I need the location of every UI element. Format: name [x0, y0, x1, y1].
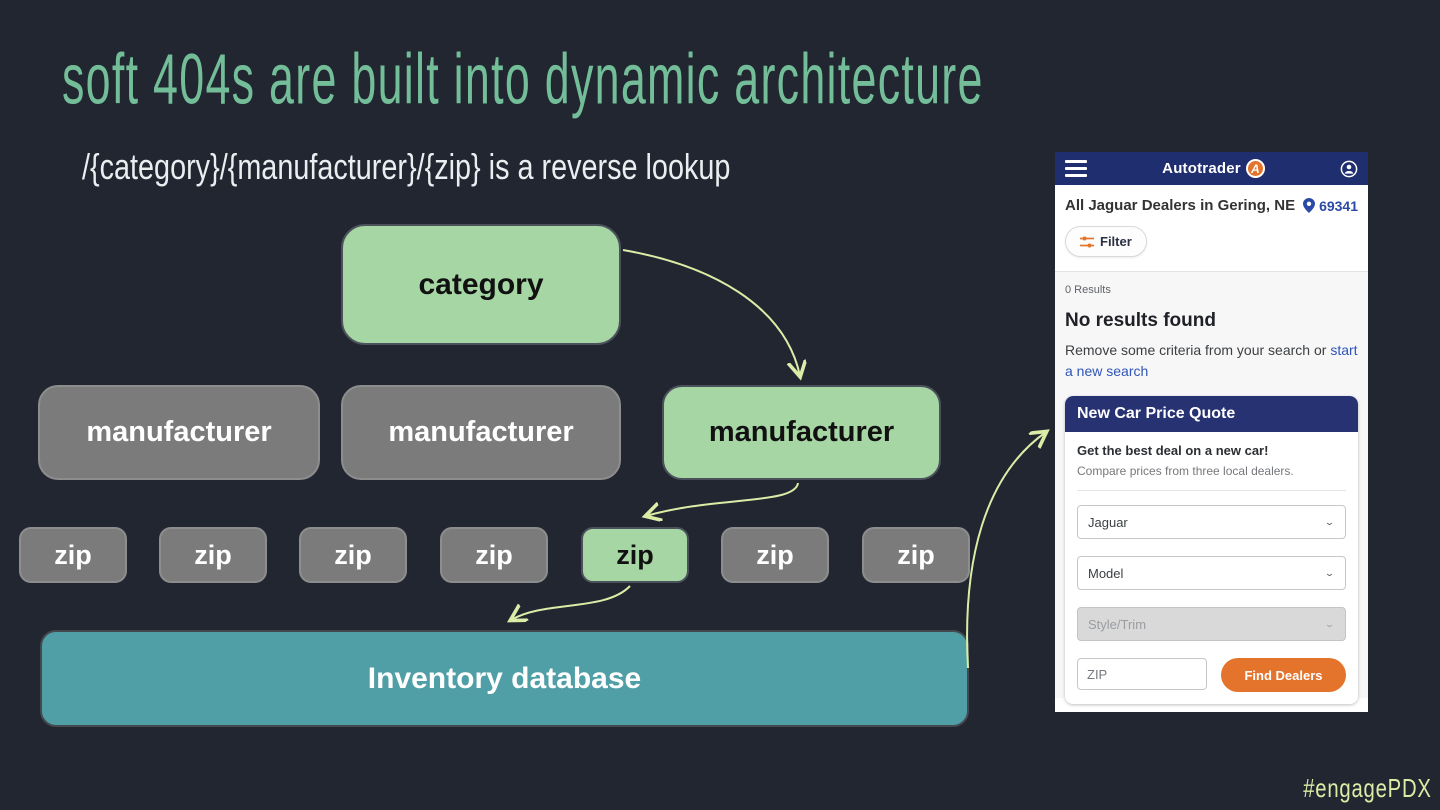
manufacturer-label: manufacturer: [388, 416, 574, 448]
results-heading-text: All Jaguar Dealers in Gering, NE: [1065, 197, 1296, 214]
new-car-price-quote-card: New Car Price Quote Get the best deal on…: [1065, 396, 1358, 704]
brand: Autotrader A: [1087, 159, 1340, 178]
app-header: Autotrader A: [1055, 152, 1368, 185]
autotrader-app-screenshot: Autotrader A All Jaguar Dealers in Gerin…: [1055, 152, 1368, 712]
zip-box-selected: zip: [581, 527, 689, 583]
arrow-manufacturer-to-zip: [646, 482, 799, 516]
style-trim-select-value: Style/Trim: [1088, 616, 1147, 632]
manufacturer-box-1: manufacturer: [38, 385, 320, 480]
zip-box-3: zip: [299, 527, 407, 583]
style-trim-select: Style/Trim ⌄: [1077, 607, 1346, 641]
category-label: category: [418, 267, 544, 301]
zip-box-1: zip: [19, 527, 127, 583]
model-select-value: Model: [1088, 565, 1124, 581]
zip-label: zip: [897, 539, 935, 570]
no-results-body: Remove some criteria from your search or…: [1065, 340, 1360, 382]
zip-label: zip: [334, 539, 372, 570]
zip-row: Find Dealers: [1077, 658, 1346, 692]
category-box: category: [341, 224, 621, 345]
manufacturer-label: manufacturer: [708, 416, 895, 448]
zip-box-2: zip: [159, 527, 267, 583]
quote-card-body: Get the best deal on a new car! Compare …: [1065, 432, 1358, 704]
zip-label: zip: [194, 539, 232, 570]
arrow-zip-to-database: [511, 585, 631, 620]
autotrader-logo-icon: A: [1245, 159, 1265, 178]
quote-card-header: New Car Price Quote: [1065, 396, 1358, 432]
zip-label: zip: [756, 539, 794, 570]
profile-icon[interactable]: [1340, 160, 1358, 178]
make-select-value: Jaguar: [1088, 514, 1128, 530]
results-section: 0 Results No results found Remove some c…: [1055, 271, 1368, 704]
zip-box-7: zip: [862, 527, 970, 583]
zip-label: zip: [475, 539, 513, 570]
quote-heading: Get the best deal on a new car!: [1077, 443, 1269, 458]
search-summary-section: All Jaguar Dealers in Gering, NE 69341 F…: [1055, 185, 1368, 271]
menu-icon[interactable]: [1065, 160, 1087, 177]
filter-button-label: Filter: [1100, 234, 1132, 249]
results-count: 0 Results: [1065, 284, 1111, 296]
start-new-search-link[interactable]: start a new search: [1065, 342, 1358, 379]
zip-box-4: zip: [440, 527, 548, 583]
zip-badge: 69341: [1319, 197, 1358, 214]
arrow-category-to-manufacturer: [622, 249, 800, 376]
no-results-title: No results found: [1065, 310, 1216, 331]
results-heading: All Jaguar Dealers in Gering, NE 69341: [1065, 197, 1358, 214]
inventory-database-box: Inventory database: [40, 630, 969, 727]
manufacturer-label: manufacturer: [86, 416, 272, 448]
location-pin-icon: [1303, 198, 1316, 213]
chevron-down-icon: ⌄: [1324, 567, 1335, 578]
zip-label: zip: [616, 539, 654, 570]
slide-title: soft 404s are built into dynamic archite…: [62, 39, 984, 119]
model-select[interactable]: Model ⌄: [1077, 556, 1346, 590]
arrow-database-to-app: [966, 432, 1046, 669]
zip-box-6: zip: [721, 527, 829, 583]
slide-subtitle: /{category}/{manufacturer}/{zip} is a re…: [82, 146, 731, 187]
no-results-text: Remove some criteria from your search or: [1065, 342, 1331, 358]
make-select[interactable]: Jaguar ⌄: [1077, 505, 1346, 539]
zip-label: zip: [54, 539, 92, 570]
manufacturer-box-2: manufacturer: [341, 385, 621, 480]
divider: [1077, 490, 1346, 491]
manufacturer-box-selected: manufacturer: [662, 385, 941, 480]
filter-button[interactable]: Filter: [1065, 226, 1147, 257]
find-dealers-button[interactable]: Find Dealers: [1221, 658, 1346, 692]
zip-input[interactable]: [1077, 658, 1207, 690]
chevron-down-icon: ⌄: [1324, 516, 1335, 527]
filter-sliders-icon: [1080, 236, 1094, 247]
hashtag-engagepdx: #engagePDX: [1303, 773, 1432, 803]
quote-subheading: Compare prices from three local dealers.: [1077, 464, 1294, 478]
inventory-database-label: Inventory database: [367, 661, 642, 695]
chevron-down-icon: ⌄: [1324, 618, 1335, 629]
brand-name: Autotrader: [1162, 160, 1241, 177]
